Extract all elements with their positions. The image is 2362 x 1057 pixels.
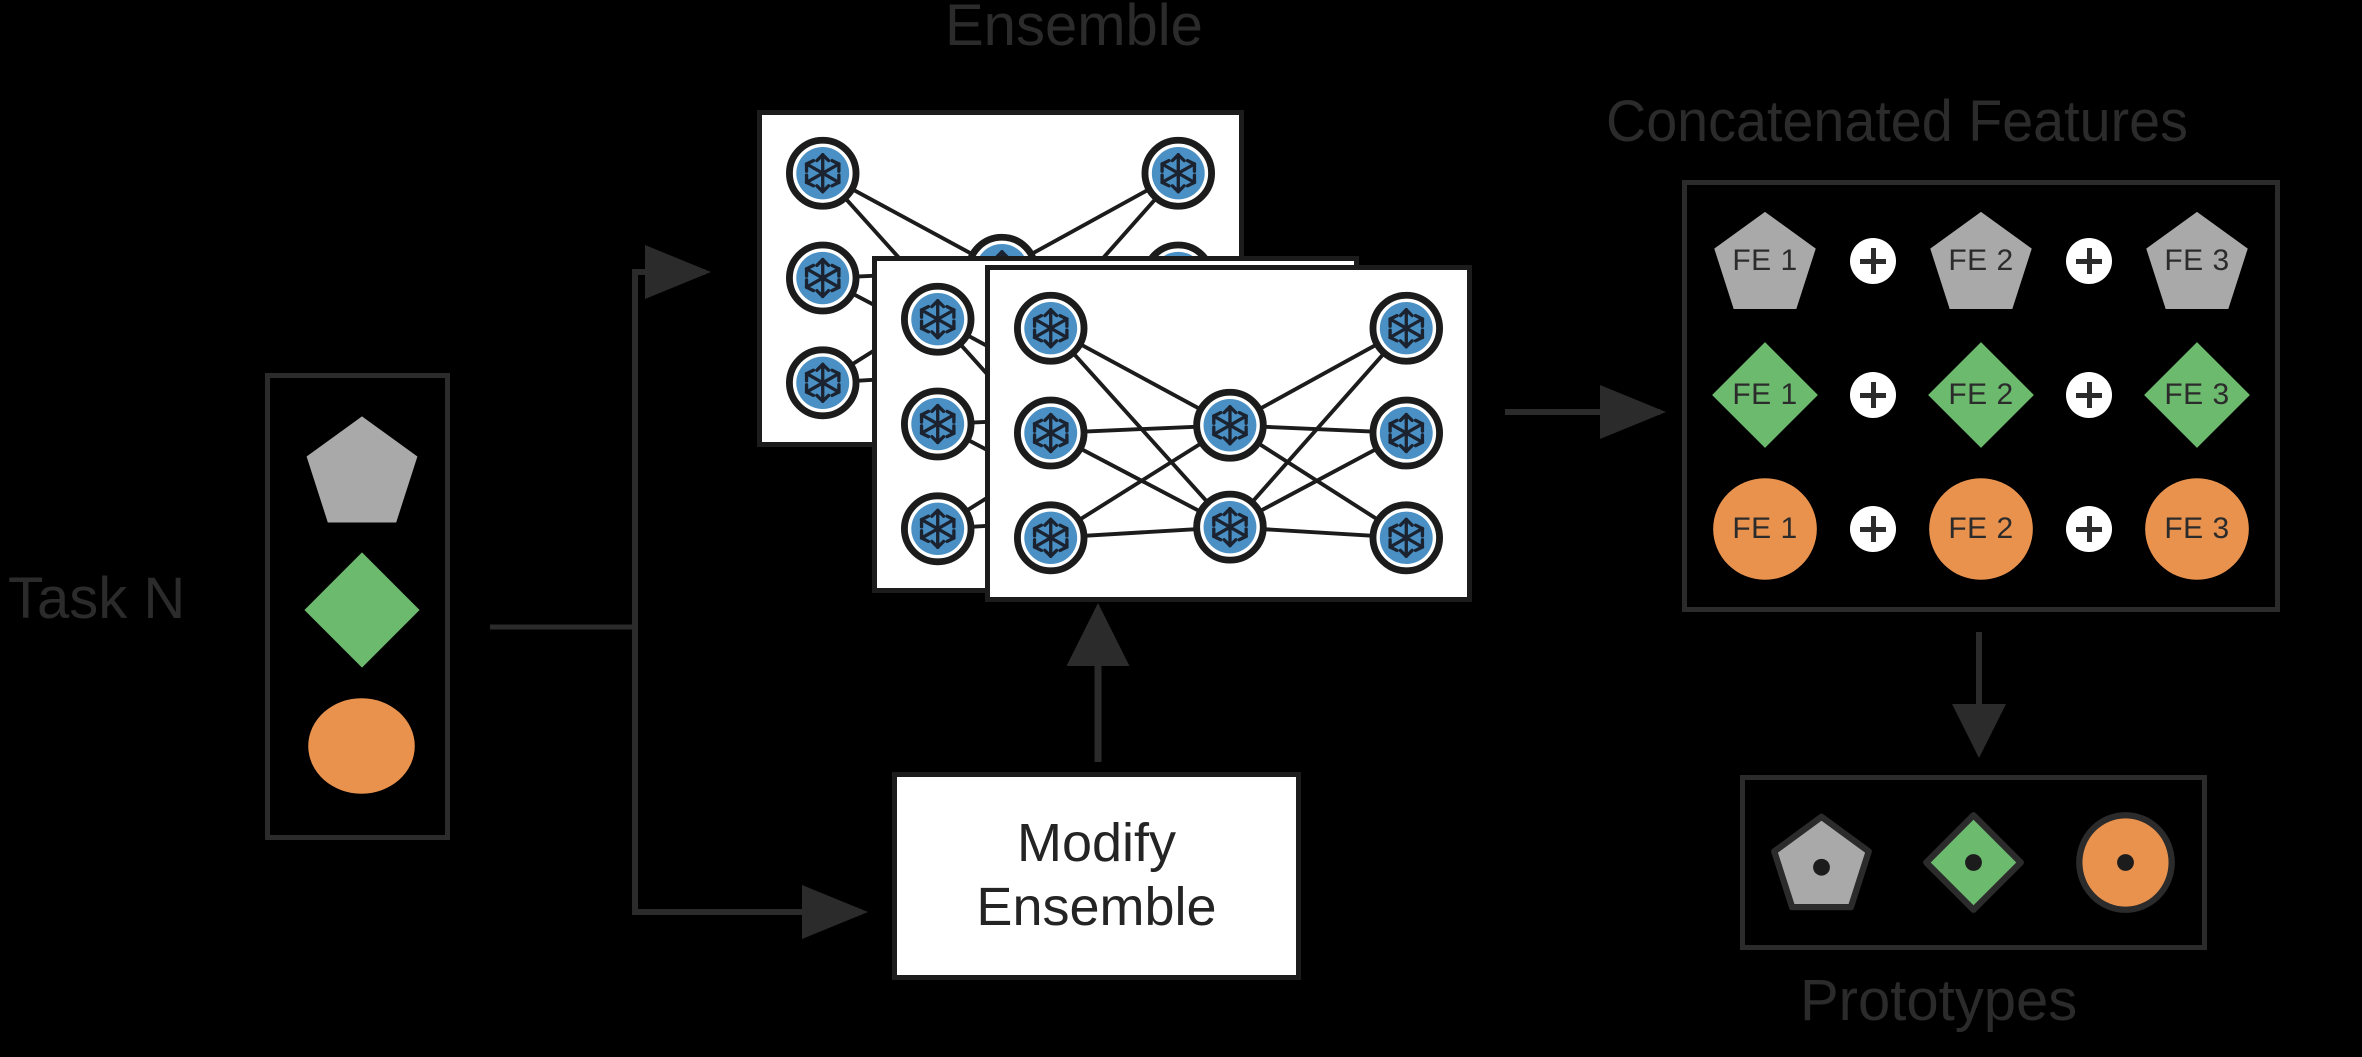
task-label: Task N bbox=[8, 566, 186, 631]
feature-row-circle: FE 1 FE 2 FE 3 bbox=[1687, 469, 2275, 589]
circle-shape bbox=[1929, 478, 2033, 580]
diamond-shape bbox=[1928, 342, 2034, 448]
snowflake-node-group bbox=[1013, 291, 1444, 575]
diamond-shape bbox=[2144, 342, 2250, 448]
feature-cell[interactable]: FE 2 bbox=[1927, 475, 2035, 583]
feature-label: FE 3 bbox=[2164, 244, 2230, 277]
task-panel bbox=[265, 373, 450, 840]
ensemble-title: Ensemble bbox=[945, 0, 1203, 58]
plus-icon bbox=[1850, 506, 1896, 552]
circle-shape bbox=[308, 698, 415, 794]
circle-shape bbox=[2145, 478, 2249, 580]
feature-label: FE 1 bbox=[1732, 244, 1798, 277]
concatenated-features-panel: FE 1 FE 2 FE 3 FE 1 FE 2 bbox=[1682, 180, 2280, 612]
plus-icon bbox=[2066, 238, 2112, 284]
feature-cell[interactable]: FE 1 bbox=[1711, 475, 1819, 583]
pentagon-shape bbox=[1770, 813, 1872, 911]
prototypes-panel bbox=[1740, 775, 2207, 950]
plus-icon bbox=[2066, 372, 2112, 418]
modify-ensemble-box[interactable]: Modify Ensemble bbox=[892, 772, 1301, 980]
circle-shape bbox=[1713, 478, 1817, 580]
plus-icon bbox=[2066, 506, 2112, 552]
prototypes-title: Prototypes bbox=[1800, 968, 2078, 1033]
feature-label: FE 2 bbox=[1948, 378, 2014, 411]
feature-cell[interactable]: FE 1 bbox=[1711, 341, 1819, 449]
feature-label: FE 1 bbox=[1732, 512, 1798, 545]
center-dot bbox=[2117, 854, 2135, 871]
plus-icon bbox=[1850, 238, 1896, 284]
feature-cell[interactable]: FE 1 bbox=[1711, 207, 1819, 315]
pentagon-shape bbox=[2146, 211, 2248, 310]
diamond-shape bbox=[304, 552, 420, 668]
feature-cell[interactable]: FE 2 bbox=[1927, 207, 2035, 315]
feature-label: FE 2 bbox=[1948, 512, 2014, 545]
task-to-ensemble-arrow bbox=[490, 245, 711, 630]
feature-row-pentagon: FE 1 FE 2 FE 3 bbox=[1687, 201, 2275, 321]
modify-ensemble-line-2: Ensemble bbox=[976, 877, 1217, 937]
modify-ensemble-line-1: Modify bbox=[1016, 813, 1177, 874]
diamond-shape bbox=[1923, 812, 2024, 913]
circle-shape bbox=[2076, 812, 2176, 913]
feature-row-diamond: FE 1 FE 2 FE 3 bbox=[1687, 335, 2275, 455]
feature-cell[interactable]: FE 3 bbox=[2143, 341, 2251, 449]
feature-cell[interactable]: FE 3 bbox=[2143, 475, 2251, 583]
concatenated-features-title: Concatenated Features bbox=[1606, 89, 2188, 154]
feature-label: FE 1 bbox=[1732, 378, 1798, 411]
feature-label: FE 3 bbox=[2164, 512, 2230, 545]
diamond-shape bbox=[1712, 342, 1818, 448]
feature-label: FE 2 bbox=[1948, 244, 2014, 277]
feature-label: FE 3 bbox=[2164, 378, 2230, 411]
pentagon-shape bbox=[306, 416, 418, 523]
center-dot bbox=[1965, 854, 1982, 871]
ensemble-network-card[interactable] bbox=[985, 265, 1472, 602]
pentagon-shape bbox=[1930, 211, 2032, 310]
feature-cell[interactable]: FE 2 bbox=[1927, 341, 2035, 449]
task-to-modify-arrow bbox=[632, 627, 868, 939]
feature-cell[interactable]: FE 3 bbox=[2143, 207, 2251, 315]
plus-icon bbox=[1850, 372, 1896, 418]
pentagon-shape bbox=[1714, 211, 1816, 310]
center-dot bbox=[1812, 858, 1830, 876]
